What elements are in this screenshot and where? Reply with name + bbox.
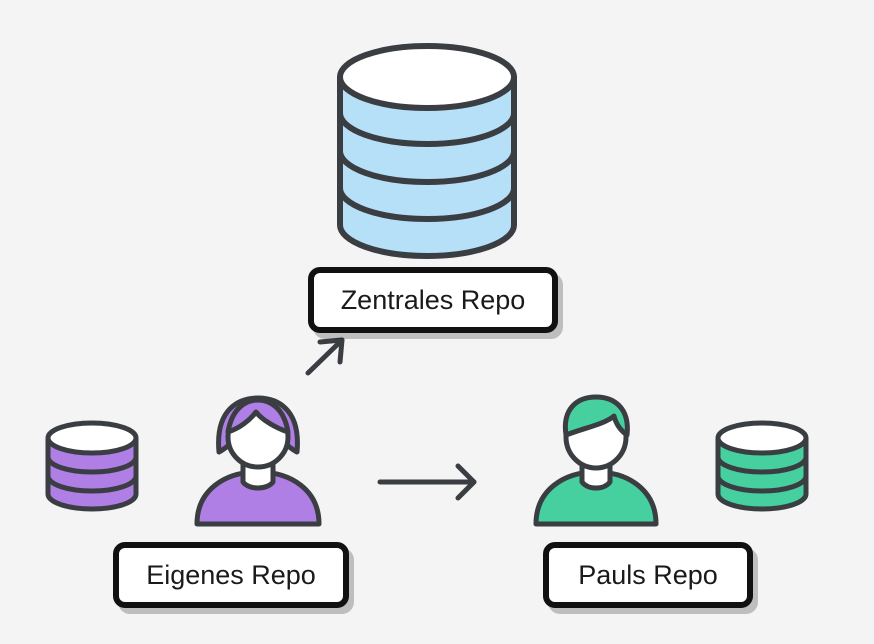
own-repo-label-text: Eigenes Repo — [146, 559, 316, 590]
paul-database-icon — [715, 420, 809, 512]
push-arrow-icon — [305, 337, 345, 376]
paul-repo-label-text: Pauls Repo — [578, 559, 718, 590]
share-arrow-icon — [377, 463, 477, 501]
own-user-icon — [194, 395, 322, 527]
paul-user-icon — [533, 394, 659, 527]
central-repo-label: Zentrales Repo — [308, 267, 558, 333]
central-database-icon — [337, 43, 517, 259]
paul-repo-label: Pauls Repo — [543, 542, 753, 608]
own-repo-label: Eigenes Repo — [113, 542, 349, 608]
own-database-icon — [45, 420, 139, 512]
central-repo-label-text: Zentrales Repo — [340, 284, 526, 315]
